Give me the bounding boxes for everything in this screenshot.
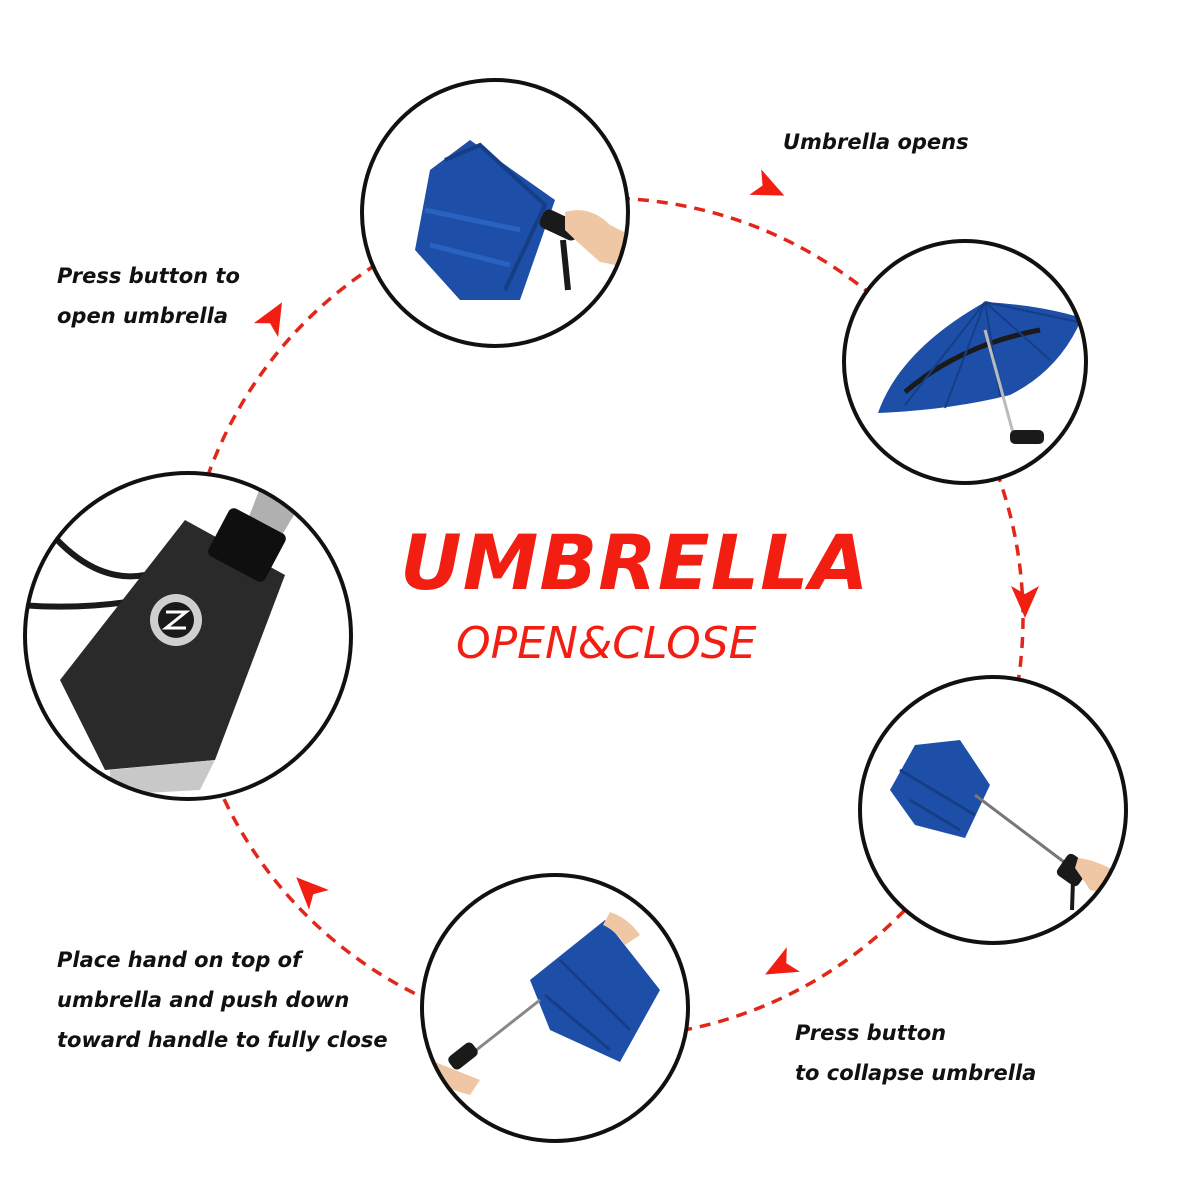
closed-umbrella-hand-press-icon <box>360 78 630 348</box>
caption-line: Press button <box>795 1021 947 1045</box>
pushing-closed-umbrella-icon <box>420 873 690 1143</box>
collapsing-umbrella-hand-icon <box>858 675 1128 945</box>
diagram-title: UMBRELLA <box>400 518 870 607</box>
caption-line: toward handle to fully close <box>57 1028 388 1052</box>
caption-umbrella-opens: Umbrella opens <box>783 122 969 162</box>
caption-line: to collapse umbrella <box>795 1061 1037 1085</box>
caption-line: Umbrella opens <box>783 130 969 154</box>
arrow-to-opens <box>749 169 785 196</box>
caption-line: umbrella and push down <box>57 988 350 1012</box>
caption-line: open umbrella <box>57 304 228 328</box>
caption-push-down-close: Place hand on top of umbrella and push d… <box>57 940 388 1060</box>
caption-press-button-collapse: Press button to collapse umbrella <box>795 1013 1036 1093</box>
handle-button-closeup-icon <box>23 471 353 801</box>
arrow-to-collapse <box>1011 586 1039 618</box>
open-umbrella-icon <box>842 239 1088 485</box>
caption-line: Place hand on top of <box>57 948 302 972</box>
caption-press-button-open: Press button to open umbrella <box>57 256 240 336</box>
caption-line: Press button to <box>57 264 240 288</box>
arrow-to-push-down <box>765 947 800 975</box>
arrow-to-handle <box>296 877 329 910</box>
arrow-to-press-open <box>253 302 282 338</box>
diagram-subtitle: OPEN&CLOSE <box>456 618 757 669</box>
